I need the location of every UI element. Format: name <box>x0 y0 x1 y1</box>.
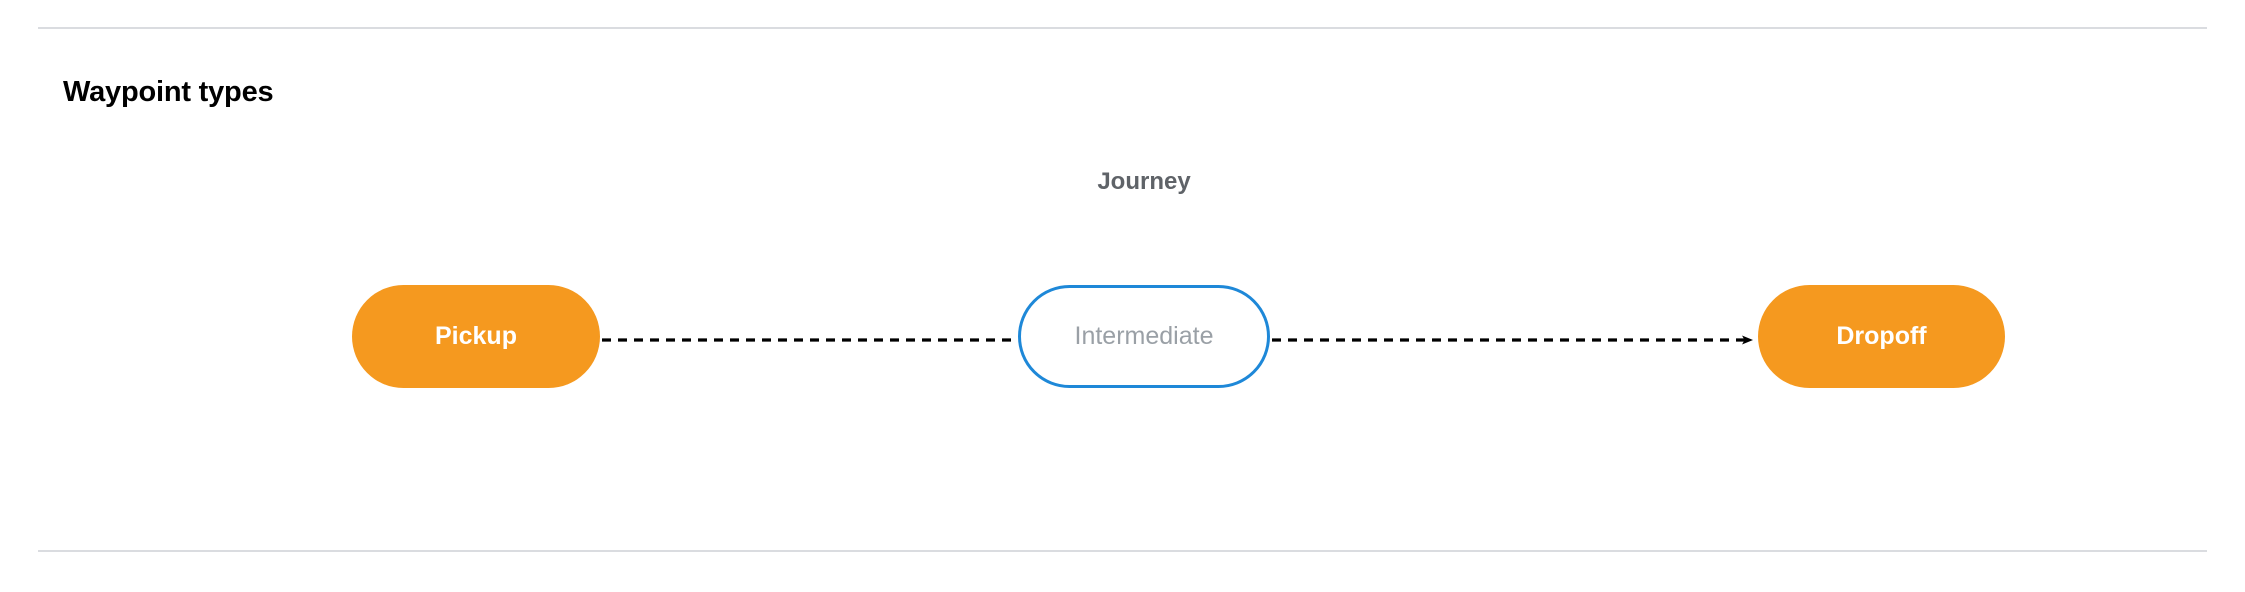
divider-bottom <box>38 550 2207 552</box>
node-dropoff[interactable]: Dropoff <box>1758 285 2005 388</box>
node-intermediate[interactable]: Intermediate <box>1018 285 1270 388</box>
node-pickup-label: Pickup <box>435 322 517 350</box>
journey-group-label: Journey <box>1097 168 1191 195</box>
node-intermediate-label: Intermediate <box>1074 322 1214 350</box>
page-title: Waypoint types <box>63 76 274 108</box>
divider-top <box>38 27 2207 29</box>
node-dropoff-label: Dropoff <box>1836 322 1927 350</box>
node-pickup[interactable]: Pickup <box>352 285 600 388</box>
